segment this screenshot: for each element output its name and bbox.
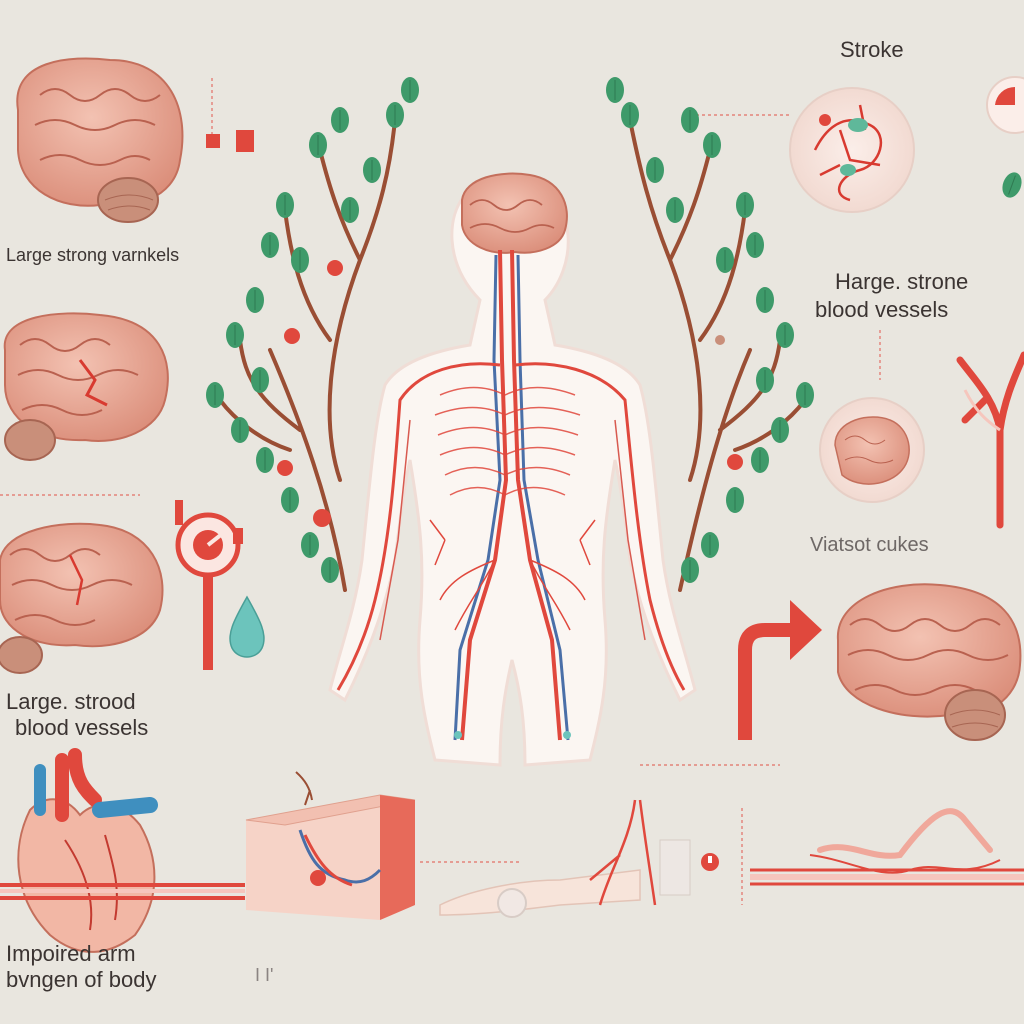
- bottom-left-label-2: bvngen of body: [6, 967, 157, 992]
- brain-icon: [0, 522, 164, 674]
- tree-icon: [205, 76, 420, 592]
- skin-cross-section-icon: [245, 771, 416, 920]
- right-caption-label: Viatsot cukes: [810, 534, 929, 556]
- circle-icon: [986, 76, 1024, 134]
- water-drop-icon: [229, 595, 265, 658]
- human-body-icon: [328, 172, 697, 767]
- left-top-label: Large strong varnkels: [6, 245, 180, 265]
- right-mid-label-2: blood vessels: [815, 297, 949, 322]
- tree-icon: [605, 76, 815, 592]
- stroke-circle-icon: [789, 87, 915, 213]
- reclining-figure-icon: [750, 808, 1024, 886]
- arrow-icon: [738, 600, 822, 740]
- limb-icon: [439, 799, 719, 918]
- bottom-small-label: I I': [255, 965, 274, 985]
- artery-icon: [956, 351, 1024, 529]
- brain-icon: [836, 583, 1022, 741]
- bottom-left-label-1: Impoired arm: [6, 941, 136, 966]
- marker-icon: [206, 130, 254, 152]
- gauge-icon: [175, 500, 243, 670]
- left-mid-label-1: Large. strood: [6, 689, 136, 714]
- brain-icon: [16, 57, 184, 223]
- left-mid-label-2: blood vessels: [15, 715, 149, 740]
- stroke-label: Stroke: [840, 37, 904, 62]
- brain-icon: [3, 312, 169, 461]
- brain-circle-icon: [819, 397, 925, 503]
- heart-icon: [0, 748, 245, 953]
- right-mid-label-1: Harge. strone: [835, 269, 969, 294]
